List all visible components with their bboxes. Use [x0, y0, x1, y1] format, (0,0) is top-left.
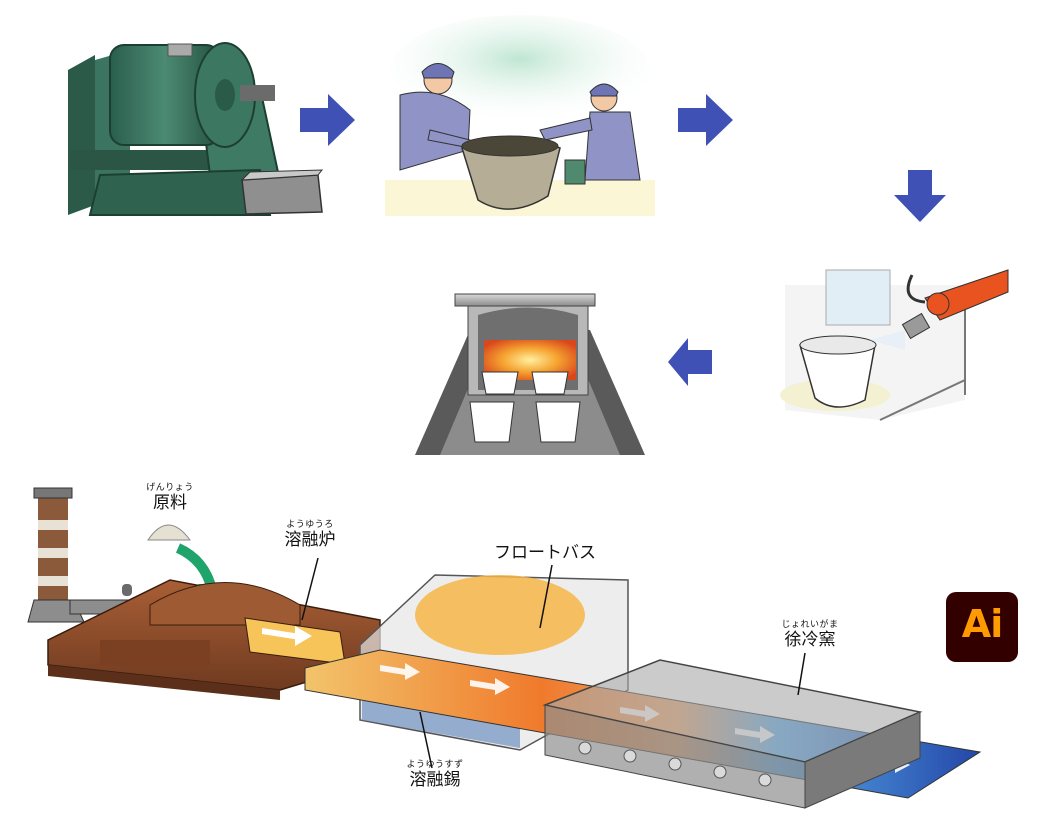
- workers-molding-illustration: [385, 15, 655, 216]
- robot-glazing-illustration: [780, 269, 1009, 421]
- melting-furnace: [47, 579, 381, 700]
- ruby-molten-tin: ようゆうすず: [406, 760, 464, 770]
- process-arrow-left: [668, 338, 712, 386]
- process-arrow-right: [300, 94, 355, 146]
- process-arrow-right: [678, 94, 733, 146]
- raw-material-pile: [147, 524, 191, 541]
- ruby-annealing-lehr: じょれいがま: [781, 620, 839, 630]
- text-annealing-lehr: 徐冷窯: [784, 630, 836, 650]
- illustrator-badge-text: Ai: [961, 602, 1003, 646]
- ball-mill-illustration: [68, 42, 324, 217]
- text-molten-tin: 溶融錫: [409, 770, 461, 790]
- text-melting-furnace: 溶融炉: [284, 530, 336, 550]
- kiln-firing-illustration: [415, 293, 645, 455]
- label-float-bath: フロートバス: [480, 543, 610, 563]
- ruby-raw-material: げんりょう: [146, 483, 194, 493]
- label-raw-material: げんりょう 原料: [140, 483, 200, 513]
- text-raw-material: 原料: [153, 493, 187, 513]
- label-annealing-lehr: じょれいがま 徐冷窯: [770, 620, 850, 650]
- label-melting-furnace: ようゆうろ 溶融炉: [270, 520, 350, 550]
- process-arrow-down: [894, 170, 946, 222]
- float-glass-process: [27, 487, 982, 809]
- label-molten-tin: ようゆうすず 溶融錫: [395, 760, 475, 790]
- text-float-bath: フロートバス: [494, 543, 596, 563]
- ruby-melting-furnace: ようゆうろ: [286, 520, 334, 530]
- chimney: [27, 487, 131, 623]
- illustrator-badge: Ai: [946, 592, 1018, 662]
- annealing-lehr: [542, 659, 923, 809]
